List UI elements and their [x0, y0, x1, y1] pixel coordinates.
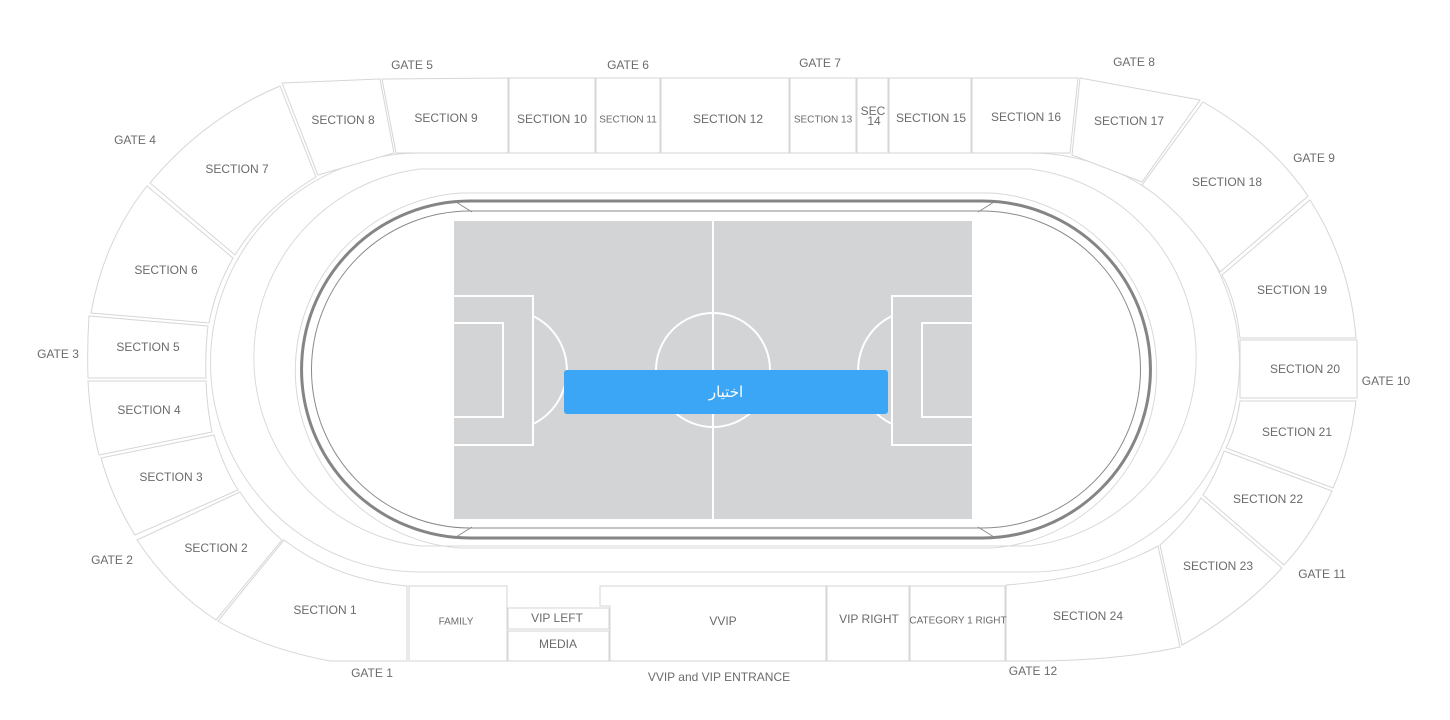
section-15[interactable]: SECTION 15: [888, 77, 972, 154]
section-14[interactable]: SEC 14: [856, 77, 889, 154]
section-11[interactable]: SECTION 11: [595, 77, 661, 154]
track-inner-line: [311, 210, 1141, 529]
section-20[interactable]: SECTION 20: [1239, 339, 1358, 399]
track-outer-ring: [294, 192, 1158, 549]
right-penalty-box: [891, 295, 972, 446]
gate-11-label: GATE 11: [1298, 567, 1346, 581]
section-13[interactable]: SECTION 13: [789, 77, 857, 154]
left-goal-box: [454, 322, 504, 418]
select-button[interactable]: اختيار: [564, 370, 888, 414]
section-5[interactable]: SECTION 5: [87, 315, 209, 379]
vip-right[interactable]: VIP RIGHT: [826, 585, 910, 662]
vip-entrance-label: VVIP and VIP ENTRANCE: [648, 670, 790, 684]
section-16[interactable]: SECTION 16: [971, 77, 1079, 154]
family[interactable]: FAMILY: [408, 585, 508, 662]
gate-9-label: GATE 9: [1293, 151, 1335, 165]
track-marker: [455, 201, 473, 213]
category-1-right[interactable]: CATEGORY 1 RIGHT: [909, 585, 1007, 662]
gate-12-label: GATE 12: [1009, 664, 1058, 678]
gate-8-label: GATE 8: [1113, 55, 1155, 69]
right-goal-box: [921, 322, 972, 418]
section-9[interactable]: SECTION 9: [381, 77, 509, 154]
media[interactable]: MEDIA: [507, 630, 610, 662]
section-10[interactable]: SECTION 10: [508, 77, 596, 154]
gate-1-label: GATE 1: [351, 666, 393, 680]
gate-5-label: GATE 5: [391, 58, 433, 72]
track-marker: [977, 201, 995, 213]
gate-6-label: GATE 6: [607, 58, 649, 72]
vip-left[interactable]: VIP LEFT: [507, 607, 610, 630]
gate-3-label: GATE 3: [37, 347, 79, 361]
gate-2-label: GATE 2: [91, 553, 133, 567]
section-24[interactable]: SECTION 24: [1005, 545, 1181, 662]
section-12[interactable]: SECTION 12: [660, 77, 790, 154]
track-marker: [977, 526, 995, 538]
vvip[interactable]: VVIP: [599, 585, 827, 662]
track-marker: [455, 526, 473, 538]
left-penalty-box: [454, 295, 534, 446]
gate-7-label: GATE 7: [799, 56, 841, 70]
gate-4-label: GATE 4: [114, 133, 156, 147]
gate-10-label: GATE 10: [1362, 374, 1411, 388]
running-track: [300, 199, 1152, 540]
inner-concourse-ring: [253, 168, 1197, 547]
